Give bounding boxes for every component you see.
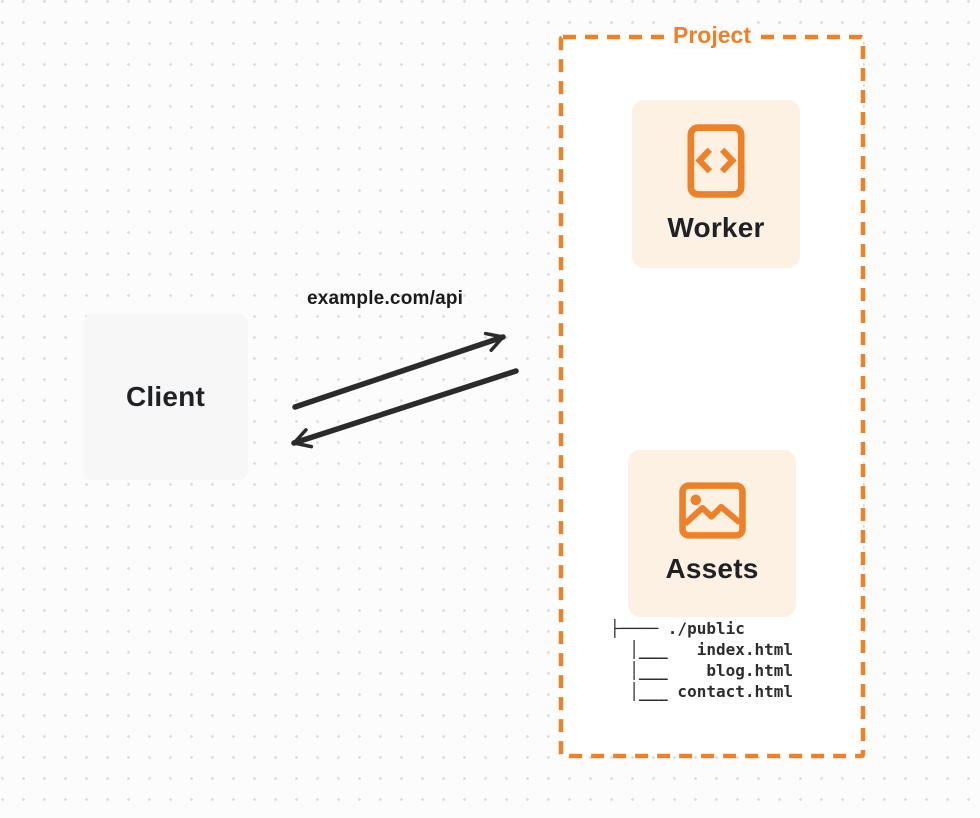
request-arrow <box>292 331 506 410</box>
client-label: Client <box>126 381 205 412</box>
client-node: Client <box>83 314 248 480</box>
file-tree-root: ├──── ./public <box>610 619 745 638</box>
worker-node: Worker <box>632 100 800 268</box>
file-tree-item: │___ blog.html <box>610 661 794 680</box>
response-arrow <box>291 368 519 449</box>
file-tree-item: │___ index.html <box>610 640 794 659</box>
request-url-label: example.com/api <box>307 288 464 309</box>
assets-node: Assets <box>628 450 796 617</box>
image-icon <box>678 482 746 539</box>
file-tree: ├──── ./public │___ index.html │___ blog… <box>610 618 793 702</box>
code-file-icon <box>687 124 745 198</box>
file-tree-item: │___ contact.html <box>610 682 794 701</box>
worker-label: Worker <box>667 212 765 243</box>
assets-label: Assets <box>665 553 759 584</box>
